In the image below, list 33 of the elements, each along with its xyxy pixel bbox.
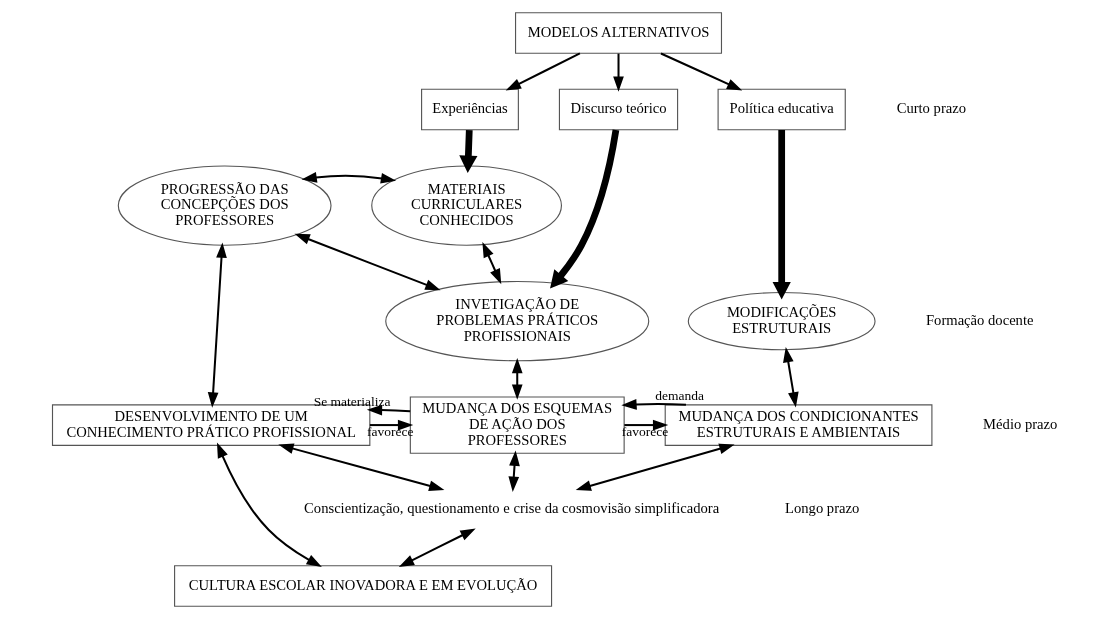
label: Médio prazo xyxy=(982,415,1057,432)
label: Longo prazo xyxy=(784,500,859,517)
arrow xyxy=(398,528,476,568)
node-box: Experiências xyxy=(420,88,519,131)
arrow xyxy=(620,399,686,410)
arrow xyxy=(505,52,580,91)
arrow xyxy=(277,443,444,492)
node-ellipse: MATERIAIS CURRICULARES CONHECIDOS xyxy=(370,165,562,246)
arrow xyxy=(481,241,501,285)
arrow xyxy=(507,450,520,492)
arrow xyxy=(782,347,799,408)
node-ellipse: MODIFICAÇÕES ESTRUTURAIS xyxy=(687,292,876,351)
arrow xyxy=(612,53,624,92)
node-text: Conscientização, questionamento e crise da cosmovisão simplificadora xyxy=(303,500,719,517)
arrow xyxy=(660,52,742,91)
arrow xyxy=(575,443,735,491)
arrow xyxy=(458,129,477,173)
arrow xyxy=(207,242,227,408)
edge-label: demanda xyxy=(654,388,704,404)
arrow xyxy=(623,419,668,431)
node-box: MODELOS ALTERNATIVOS xyxy=(514,12,722,54)
arrow xyxy=(549,129,619,289)
arrow xyxy=(511,357,523,400)
arrow xyxy=(366,404,410,416)
arrow xyxy=(301,172,396,184)
node-box: Discurso teórico xyxy=(558,88,678,131)
node-box: Política educativa xyxy=(717,88,846,131)
node-box: CULTURA ESCOLAR INOVADORA E EM EVOLUÇÃO xyxy=(173,565,552,607)
label: Curto prazo xyxy=(896,100,966,117)
arrow xyxy=(294,233,441,291)
arrow xyxy=(216,442,322,568)
label: Formação docente xyxy=(925,311,1033,328)
arrow xyxy=(772,129,791,300)
